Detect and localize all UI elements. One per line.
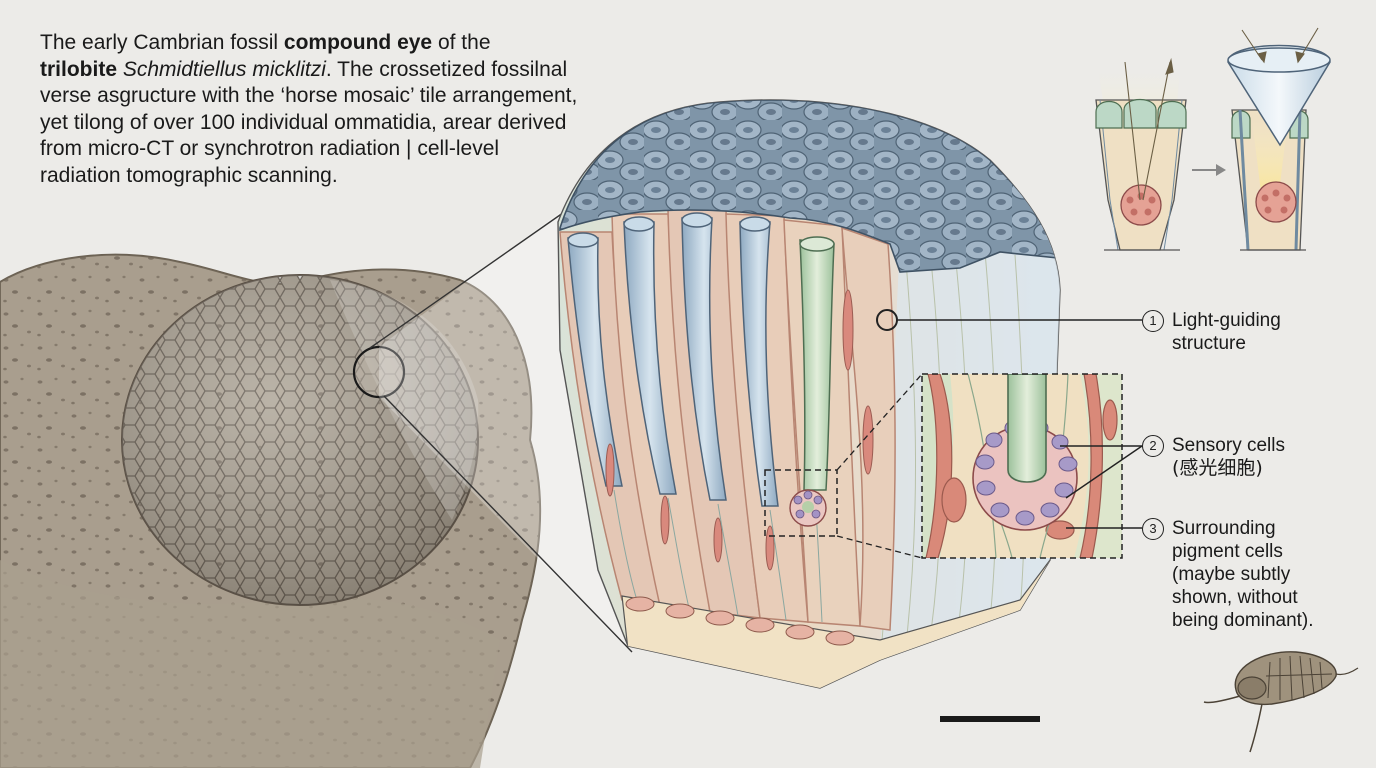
callout-label-pigment-cells: Surrounding pigment cells (maybe subtly … — [1172, 517, 1314, 632]
arrow-right-icon — [1192, 164, 1226, 176]
caption-text-1: The early Cambrian fossil — [40, 31, 284, 54]
ommatidia-columns — [559, 209, 896, 631]
ommatidium-before-icon — [1095, 57, 1187, 251]
fossil-lower-ridge — [0, 560, 500, 768]
callout-3-line-3: (maybe subtly — [1172, 564, 1291, 585]
callout-1-line-2: structure — [1172, 333, 1246, 354]
callout-label-light-guiding: Light-guiding structure — [1172, 309, 1281, 355]
callout-leaders — [876, 309, 1143, 529]
basal-cell-row — [625, 596, 855, 646]
trilobite-icon — [1203, 651, 1359, 753]
callout-label-sensory-cells: Sensory cells (感光细胞) — [1172, 434, 1285, 480]
scale-bar — [940, 716, 1040, 722]
callout-2-line-2: (感光细胞) — [1172, 457, 1263, 479]
callout-3-line-4: shown, without — [1172, 587, 1298, 608]
caption-text-3: . The crossetized fossilnal verse asgruc… — [40, 57, 578, 187]
callout-number-3: 3 — [1142, 518, 1164, 540]
figure-caption: The early Cambrian fossil compound eye o… — [40, 30, 580, 189]
ommatidia-cross-section — [557, 99, 1061, 689]
callout-1-line-1: Light-guiding — [1172, 310, 1281, 331]
caption-species-name: Schmidtiellus micklitzi — [122, 57, 326, 81]
caption-bold-2: trilobite — [40, 57, 123, 81]
callout-3-line-5: being dominant). — [1172, 610, 1314, 631]
fossil-eye-specimen — [0, 253, 542, 768]
caption-bold-1: compound eye — [283, 31, 433, 54]
sensory-detail-inset — [921, 373, 1123, 559]
ommatidium-transition-icons — [1095, 27, 1331, 251]
light-ray-icon — [1241, 27, 1319, 64]
ommatidium-after-icon — [1227, 27, 1331, 251]
detail-zoom-box — [764, 469, 838, 537]
callout-number-1: 1 — [1142, 310, 1164, 332]
callout-number-2: 2 — [1142, 435, 1164, 457]
zoom-marker-circle — [352, 345, 406, 399]
callout-2-line-1: Sensory cells — [1172, 435, 1285, 456]
callout-3-line-2: pigment cells — [1172, 541, 1283, 562]
callout-3-line-1: Surrounding — [1172, 518, 1276, 539]
caption-text-2: of the — [432, 31, 491, 54]
